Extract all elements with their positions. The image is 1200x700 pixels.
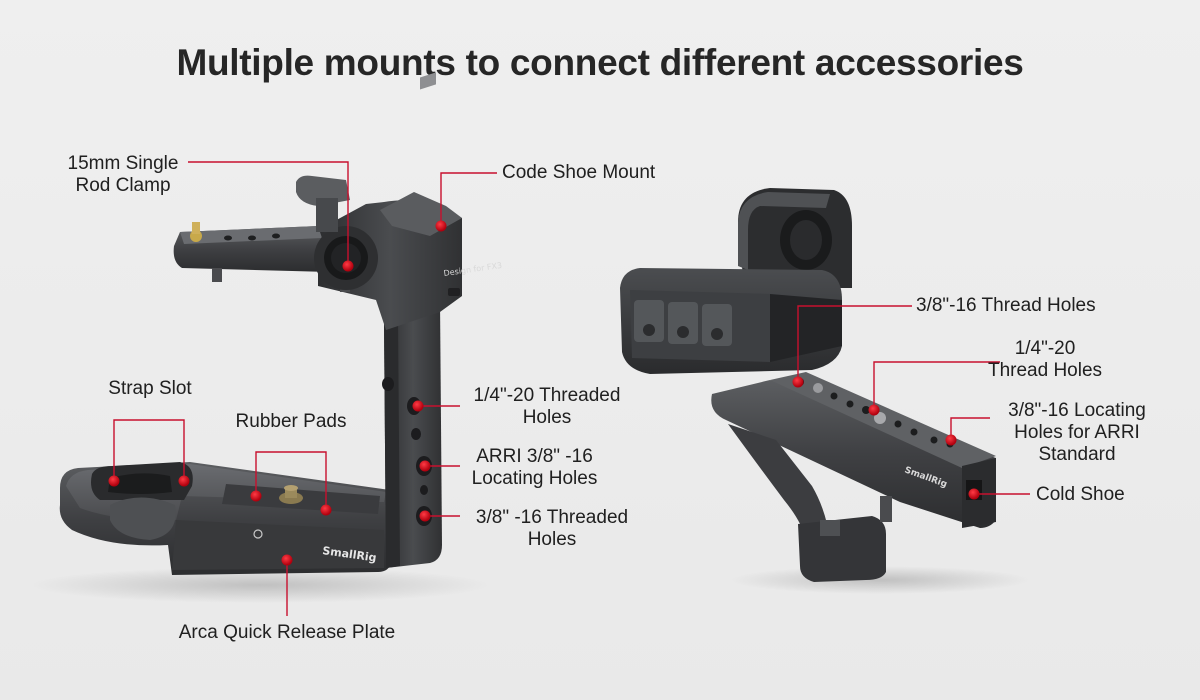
label-strap-slot: Strap Slot [108, 378, 192, 399]
label-arca-plate: Arca Quick Release Plate [178, 622, 396, 643]
l-cage-product: SmallRig Design for FX3 [30, 72, 503, 603]
label-thread-holes-14: 1/4"-20 Thread Holes [987, 338, 1103, 381]
label-cold-shoe: Cold Shoe [1036, 484, 1125, 505]
marker-dot [419, 510, 431, 522]
marker-dot [250, 490, 262, 502]
label-rod-clamp: 15mm Single Rod Clamp [67, 153, 179, 196]
marker-dot [419, 460, 431, 472]
page-title: Multiple mounts to connect different acc… [176, 42, 1024, 83]
marker-dot [435, 220, 447, 232]
label-arri-locating-standard: 3/8"-16 Locating Holes for ARRI Standard [1008, 400, 1146, 465]
marker-dot [968, 488, 980, 500]
marker-dot [178, 475, 190, 487]
marker-dot [945, 434, 957, 446]
marker-dot [320, 504, 332, 516]
leader-lines-right [797, 305, 1030, 495]
label-arri-locating-holes: ARRI 3/8" -16 Locating Holes [471, 446, 598, 489]
label-thread-holes-38: 3/8"-16 Thread Holes [916, 295, 1096, 316]
marker-dot [868, 404, 880, 416]
leader-lines-left [113, 161, 497, 616]
label-code-shoe-mount: Code Shoe Mount [502, 162, 656, 183]
top-handle-product: SmallRig [620, 188, 1030, 594]
marker-dot [281, 554, 293, 566]
marker-dots [108, 220, 980, 566]
marker-dot [412, 400, 424, 412]
label-rubber-pads: Rubber Pads [235, 411, 347, 432]
marker-dot [108, 475, 120, 487]
label-three-eighths-threaded-holes: 3/8" -16 Threaded Holes [475, 507, 629, 550]
label-quarter-20-holes: 1/4"-20 Threaded Holes [473, 385, 621, 428]
marker-dot [342, 260, 354, 272]
marker-dot [792, 376, 804, 388]
